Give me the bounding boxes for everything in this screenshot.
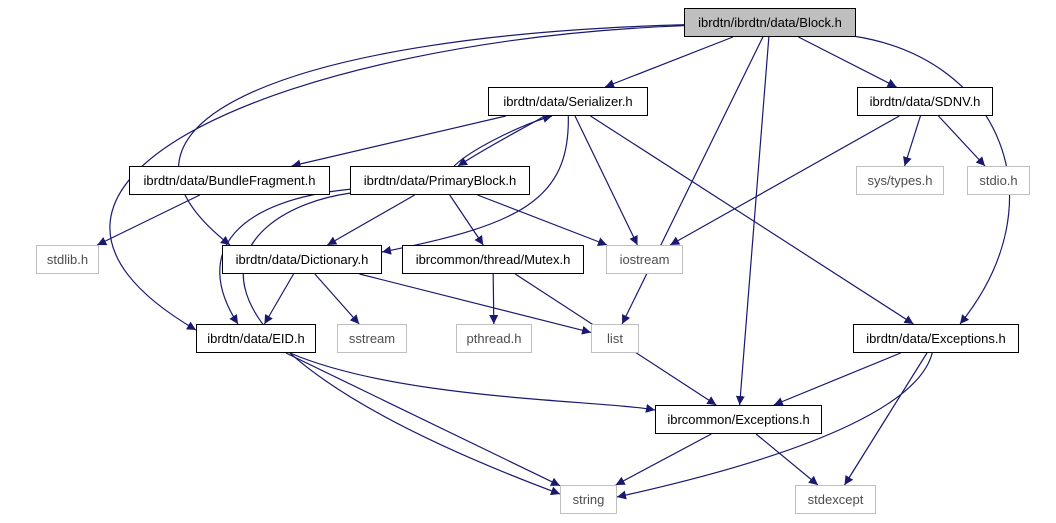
edge-commonexc-to-stdexcept (755, 433, 819, 486)
edge-dictionary-to-list (359, 273, 592, 335)
edge-dataexc-to-commonexc (773, 352, 901, 406)
edge-block-to-list (621, 36, 764, 325)
edge-dataexc-to-string (616, 352, 933, 500)
graph-node-pthread: pthread.h (456, 324, 532, 353)
edge-commonexc-to-string (615, 433, 712, 486)
edge-block-to-sdnv (798, 36, 897, 88)
edge-mutex-to-pthread (489, 273, 499, 325)
edge-sdnv-to-stdio (938, 115, 986, 167)
edge-primary-to-eid (219, 188, 351, 325)
edge-block-to-dataexc (855, 35, 1010, 325)
graph-node-stdlib: stdlib.h (36, 245, 99, 274)
edge-primary-to-serializer (453, 114, 553, 167)
edge-primary-to-iostream (477, 194, 608, 246)
edge-sdnv-to-iostream (669, 115, 900, 246)
edge-serializer-to-dictionary (381, 115, 569, 255)
graph-node-dictionary[interactable]: ibrdtn/data/Dictionary.h (222, 245, 382, 274)
edge-serializer-to-primary (457, 115, 545, 167)
graph-node-dataexc[interactable]: ibrdtn/data/Exceptions.h (853, 324, 1019, 353)
edge-sdnv-to-systypes (903, 115, 921, 167)
edge-primary-to-dictionary (327, 194, 415, 246)
graph-node-stdexcept: stdexcept (795, 485, 876, 514)
graph-node-bundlefrag[interactable]: ibrdtn/data/BundleFragment.h (129, 166, 330, 195)
edge-primary-to-string (242, 192, 561, 496)
graph-node-mutex[interactable]: ibrcommon/thread/Mutex.h (402, 245, 584, 274)
edge-eid-to-string (285, 352, 561, 487)
edge-dictionary-to-eid (263, 273, 295, 325)
edge-dictionary-to-sstream (314, 273, 360, 325)
graph-node-iostream: iostream (606, 245, 683, 274)
edge-serializer-to-dataexc (590, 115, 914, 325)
graph-node-primary[interactable]: ibrdtn/data/PrimaryBlock.h (350, 166, 530, 195)
edge-block-to-serializer (604, 36, 734, 88)
edge-block-to-eid (109, 25, 685, 331)
edge-primary-to-mutex (449, 194, 484, 246)
graph-node-block: ibrdtn/ibrdtn/data/Block.h (684, 8, 856, 37)
graph-node-list: list (591, 324, 639, 353)
edge-serializer-to-iostream (574, 115, 639, 246)
edge-serializer-to-bundlefrag (291, 115, 507, 169)
graph-node-string: string (560, 485, 617, 514)
graph-node-eid[interactable]: ibrdtn/data/EID.h (196, 324, 316, 353)
edge-bundlefrag-to-stdlib (96, 194, 201, 246)
graph-node-commonexc[interactable]: ibrcommon/Exceptions.h (655, 405, 822, 434)
graph-node-serializer[interactable]: ibrdtn/data/Serializer.h (488, 87, 648, 116)
edge-block-to-dictionary (178, 24, 685, 246)
graph-node-systypes: sys/types.h (856, 166, 944, 195)
edge-dataexc-to-stdexcept (844, 352, 928, 486)
graph-node-stdio: stdio.h (967, 166, 1030, 195)
edge-eid-to-commonexc (289, 352, 656, 413)
graph-node-sdnv[interactable]: ibrdtn/data/SDNV.h (857, 87, 993, 116)
graph-node-sstream: sstream (337, 324, 407, 353)
